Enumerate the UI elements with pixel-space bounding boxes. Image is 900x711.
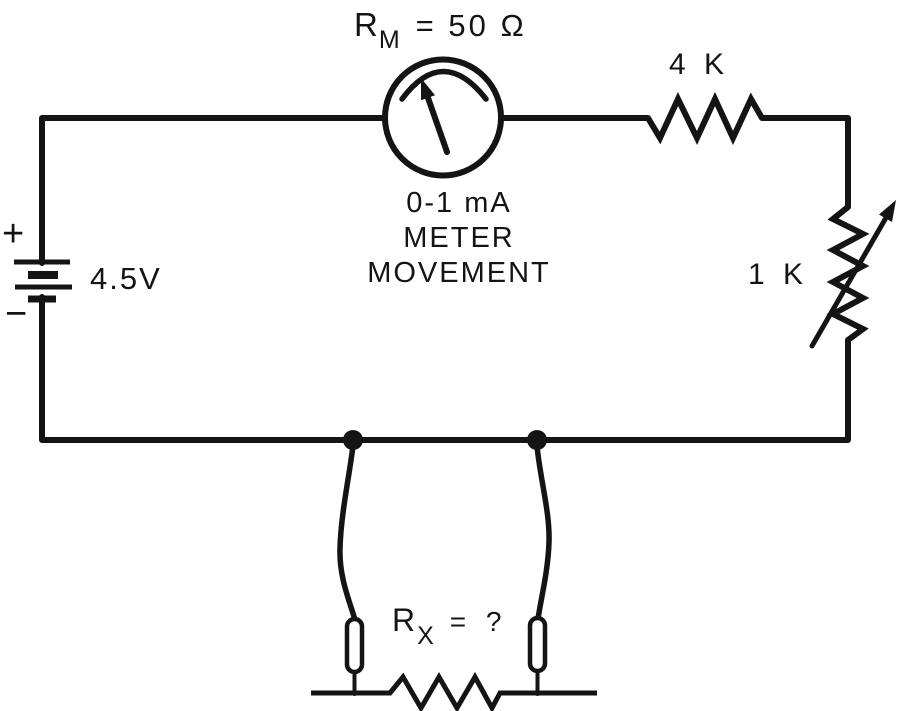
meter-needle-arrowhead-icon	[421, 78, 435, 101]
test-probe-right	[527, 615, 548, 674]
resistor-4k-symbol	[645, 91, 765, 146]
meter-needle	[424, 92, 450, 155]
meter-caption-line2: METER	[403, 222, 515, 254]
junction-dot-left	[343, 430, 363, 450]
test-probe-left	[344, 616, 365, 675]
potentiometer-arrow	[809, 213, 890, 349]
unknown-resistor-symbol	[311, 671, 597, 711]
meter-resistance-value: = 50 Ω	[415, 8, 527, 43]
meter-resistance-symbol: R	[354, 6, 378, 43]
junction-dot-right	[527, 430, 547, 450]
meter-caption: 0-1 mA METER MOVEMENT	[328, 186, 590, 291]
unknown-resistor-label: RX = ?	[392, 602, 508, 650]
meter-caption-range: 0-1 mA	[406, 187, 512, 219]
wire-resistor-to-potentiometer	[759, 115, 851, 210]
test-lead-right	[534, 443, 552, 622]
battery-voltage-label: 4.5V	[90, 261, 162, 296]
meter-scale-arc	[399, 68, 489, 102]
meter-movement-symbol	[382, 56, 504, 179]
battery-plus-sign: +	[2, 213, 25, 255]
potentiometer-arrowhead-icon	[879, 200, 896, 222]
meter-caption-line3: MOVEMENT	[367, 257, 551, 289]
test-lead-left	[337, 443, 358, 623]
series-resistor-label: 4 K	[669, 48, 725, 81]
battery-minus-sign: −	[5, 293, 28, 335]
unknown-resistor-subscript: X	[417, 622, 434, 650]
wire-battery-to-meter	[39, 115, 388, 266]
adjustable-resistor-label: 1 K	[748, 258, 804, 291]
meter-resistance-subscript: M	[378, 26, 400, 54]
unknown-resistor-value: = ?	[449, 606, 508, 637]
unknown-resistor-symbol-text: R	[392, 602, 416, 638]
wire-bottom-loop	[39, 294, 851, 443]
meter-resistance-label: RM = 50 Ω	[354, 6, 527, 54]
potentiometer-1k-symbol	[826, 204, 870, 343]
